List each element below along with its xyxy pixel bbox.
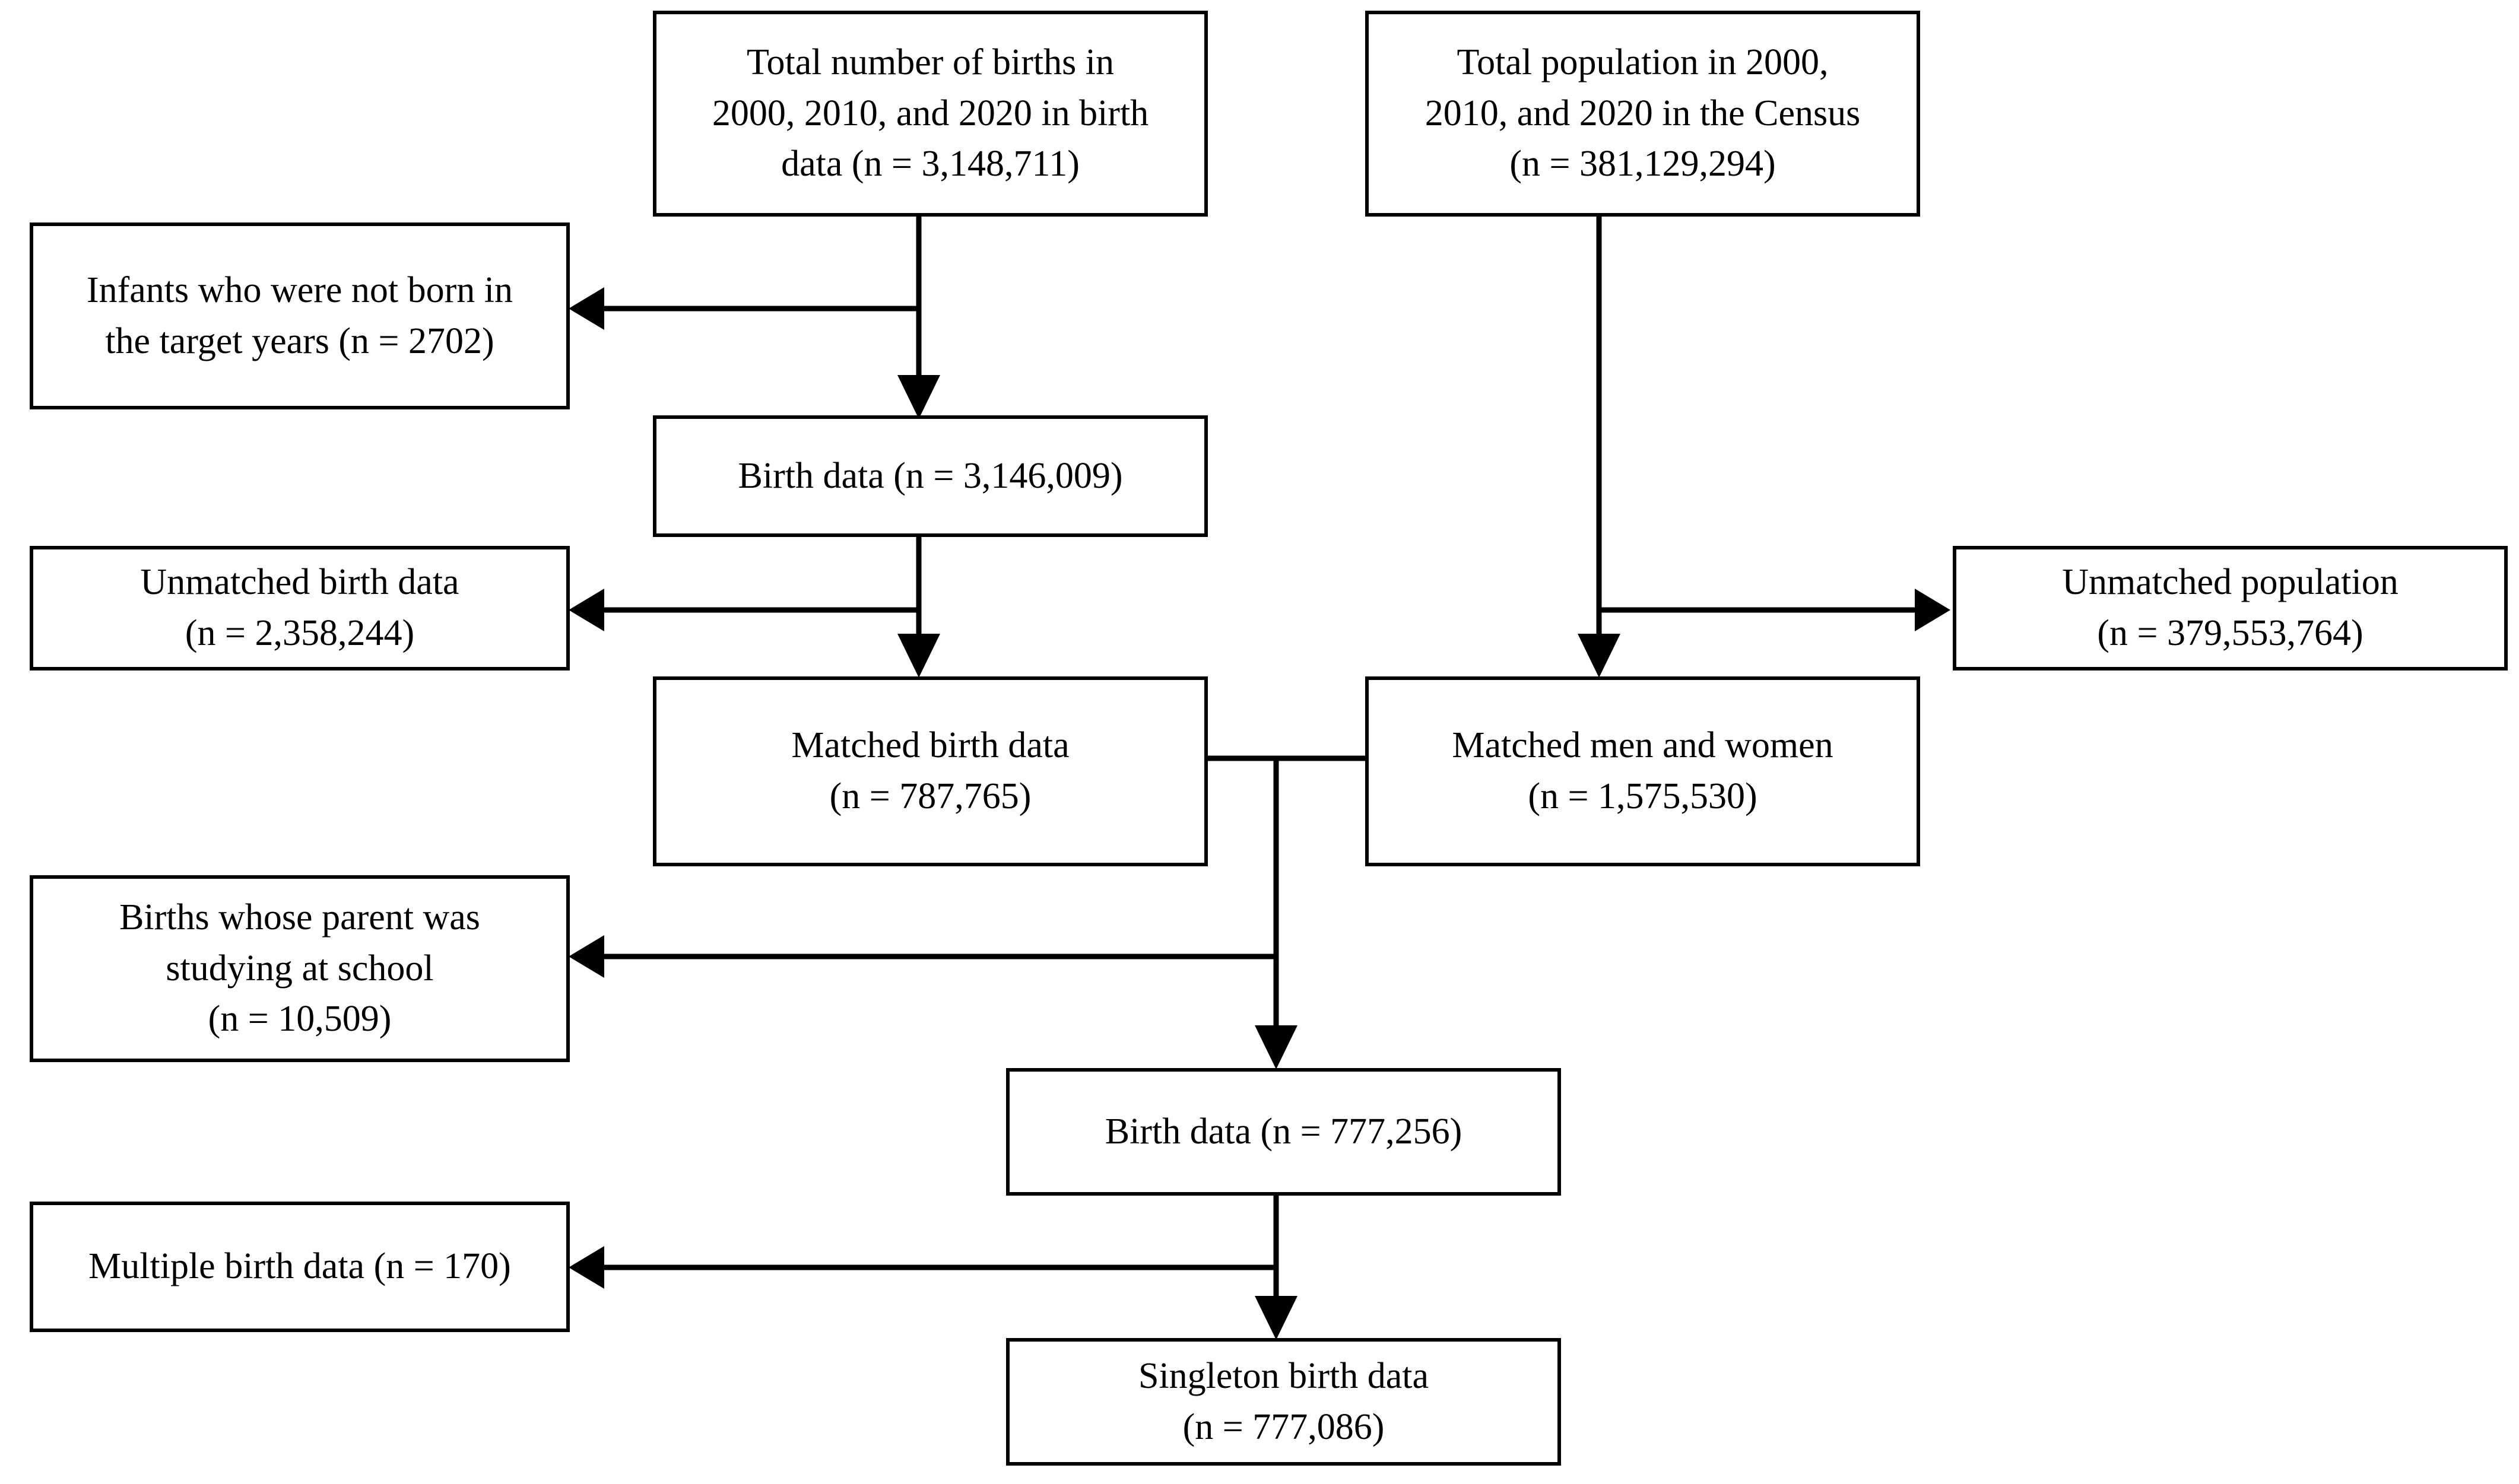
edge-total-births-to-excluded-not-target-years xyxy=(569,287,919,330)
edge-birth-data-to-matched-birth-data xyxy=(897,537,940,678)
node-excluded-multiple-birth-label: Multiple birth data (n = 170) xyxy=(88,1246,511,1287)
edge-matched-to-excluded-parent-studying xyxy=(569,935,1276,978)
node-excluded-not-target-years-label: Infants who were not born in the target … xyxy=(87,269,513,361)
edge-total-population-to-matched-men-and-women xyxy=(1578,217,1620,678)
node-matched-men-and-women[interactable]: Matched men and women (n = 1,575,530) xyxy=(1365,676,1920,866)
node-excluded-unmatched-population[interactable]: Unmatched population (n = 379,553,764) xyxy=(1953,546,2508,670)
node-excluded-unmatched-population-label: Unmatched population (n = 379,553,764) xyxy=(2062,562,2399,653)
node-matched-birth-data[interactable]: Matched birth data (n = 787,765) xyxy=(653,676,1208,866)
node-excluded-not-target-years[interactable]: Infants who were not born in the target … xyxy=(30,223,570,409)
edge-total-births-to-birth-data xyxy=(897,217,940,419)
node-excluded-parent-studying-label: Births whose parent was studying at scho… xyxy=(119,897,480,1040)
node-birth-data-777256[interactable]: Birth data (n = 777,256) xyxy=(1006,1068,1561,1196)
node-matched-birth-data-label: Matched birth data (n = 787,765) xyxy=(791,725,1070,816)
node-total-population[interactable]: Total population in 2000, 2010, and 2020… xyxy=(1365,11,1920,217)
node-total-births[interactable]: Total number of births in 2000, 2010, an… xyxy=(653,11,1208,217)
node-singleton-birth-data[interactable]: Singleton birth data (n = 777,086) xyxy=(1006,1338,1561,1466)
node-excluded-parent-studying[interactable]: Births whose parent was studying at scho… xyxy=(30,875,570,1062)
node-birth-data-3146009-label: Birth data (n = 3,146,009) xyxy=(738,455,1123,496)
edge-total-population-to-excluded-unmatched-population xyxy=(1599,589,1950,631)
edge-matched-to-birth-data-777256 xyxy=(1255,758,1297,1069)
node-total-population-label: Total population in 2000, 2010, and 2020… xyxy=(1425,42,1861,185)
node-birth-data-777256-label: Birth data (n = 777,256) xyxy=(1105,1111,1462,1152)
edge-birth-data-777256-to-singleton xyxy=(1255,1196,1297,1340)
node-excluded-unmatched-birth-label: Unmatched birth data (n = 2,358,244) xyxy=(140,562,459,653)
edge-birth-data-777256-to-excluded-multiple-birth xyxy=(569,1246,1276,1289)
node-excluded-unmatched-birth[interactable]: Unmatched birth data (n = 2,358,244) xyxy=(30,546,570,670)
node-excluded-multiple-birth[interactable]: Multiple birth data (n = 170) xyxy=(30,1202,570,1332)
edge-birth-data-to-excluded-unmatched-birth xyxy=(569,589,919,631)
node-matched-men-and-women-label: Matched men and women (n = 1,575,530) xyxy=(1452,725,1833,816)
node-birth-data-3146009[interactable]: Birth data (n = 3,146,009) xyxy=(653,415,1208,537)
node-singleton-birth-data-label: Singleton birth data (n = 777,086) xyxy=(1138,1355,1429,1447)
node-total-births-label: Total number of births in 2000, 2010, an… xyxy=(712,42,1149,185)
